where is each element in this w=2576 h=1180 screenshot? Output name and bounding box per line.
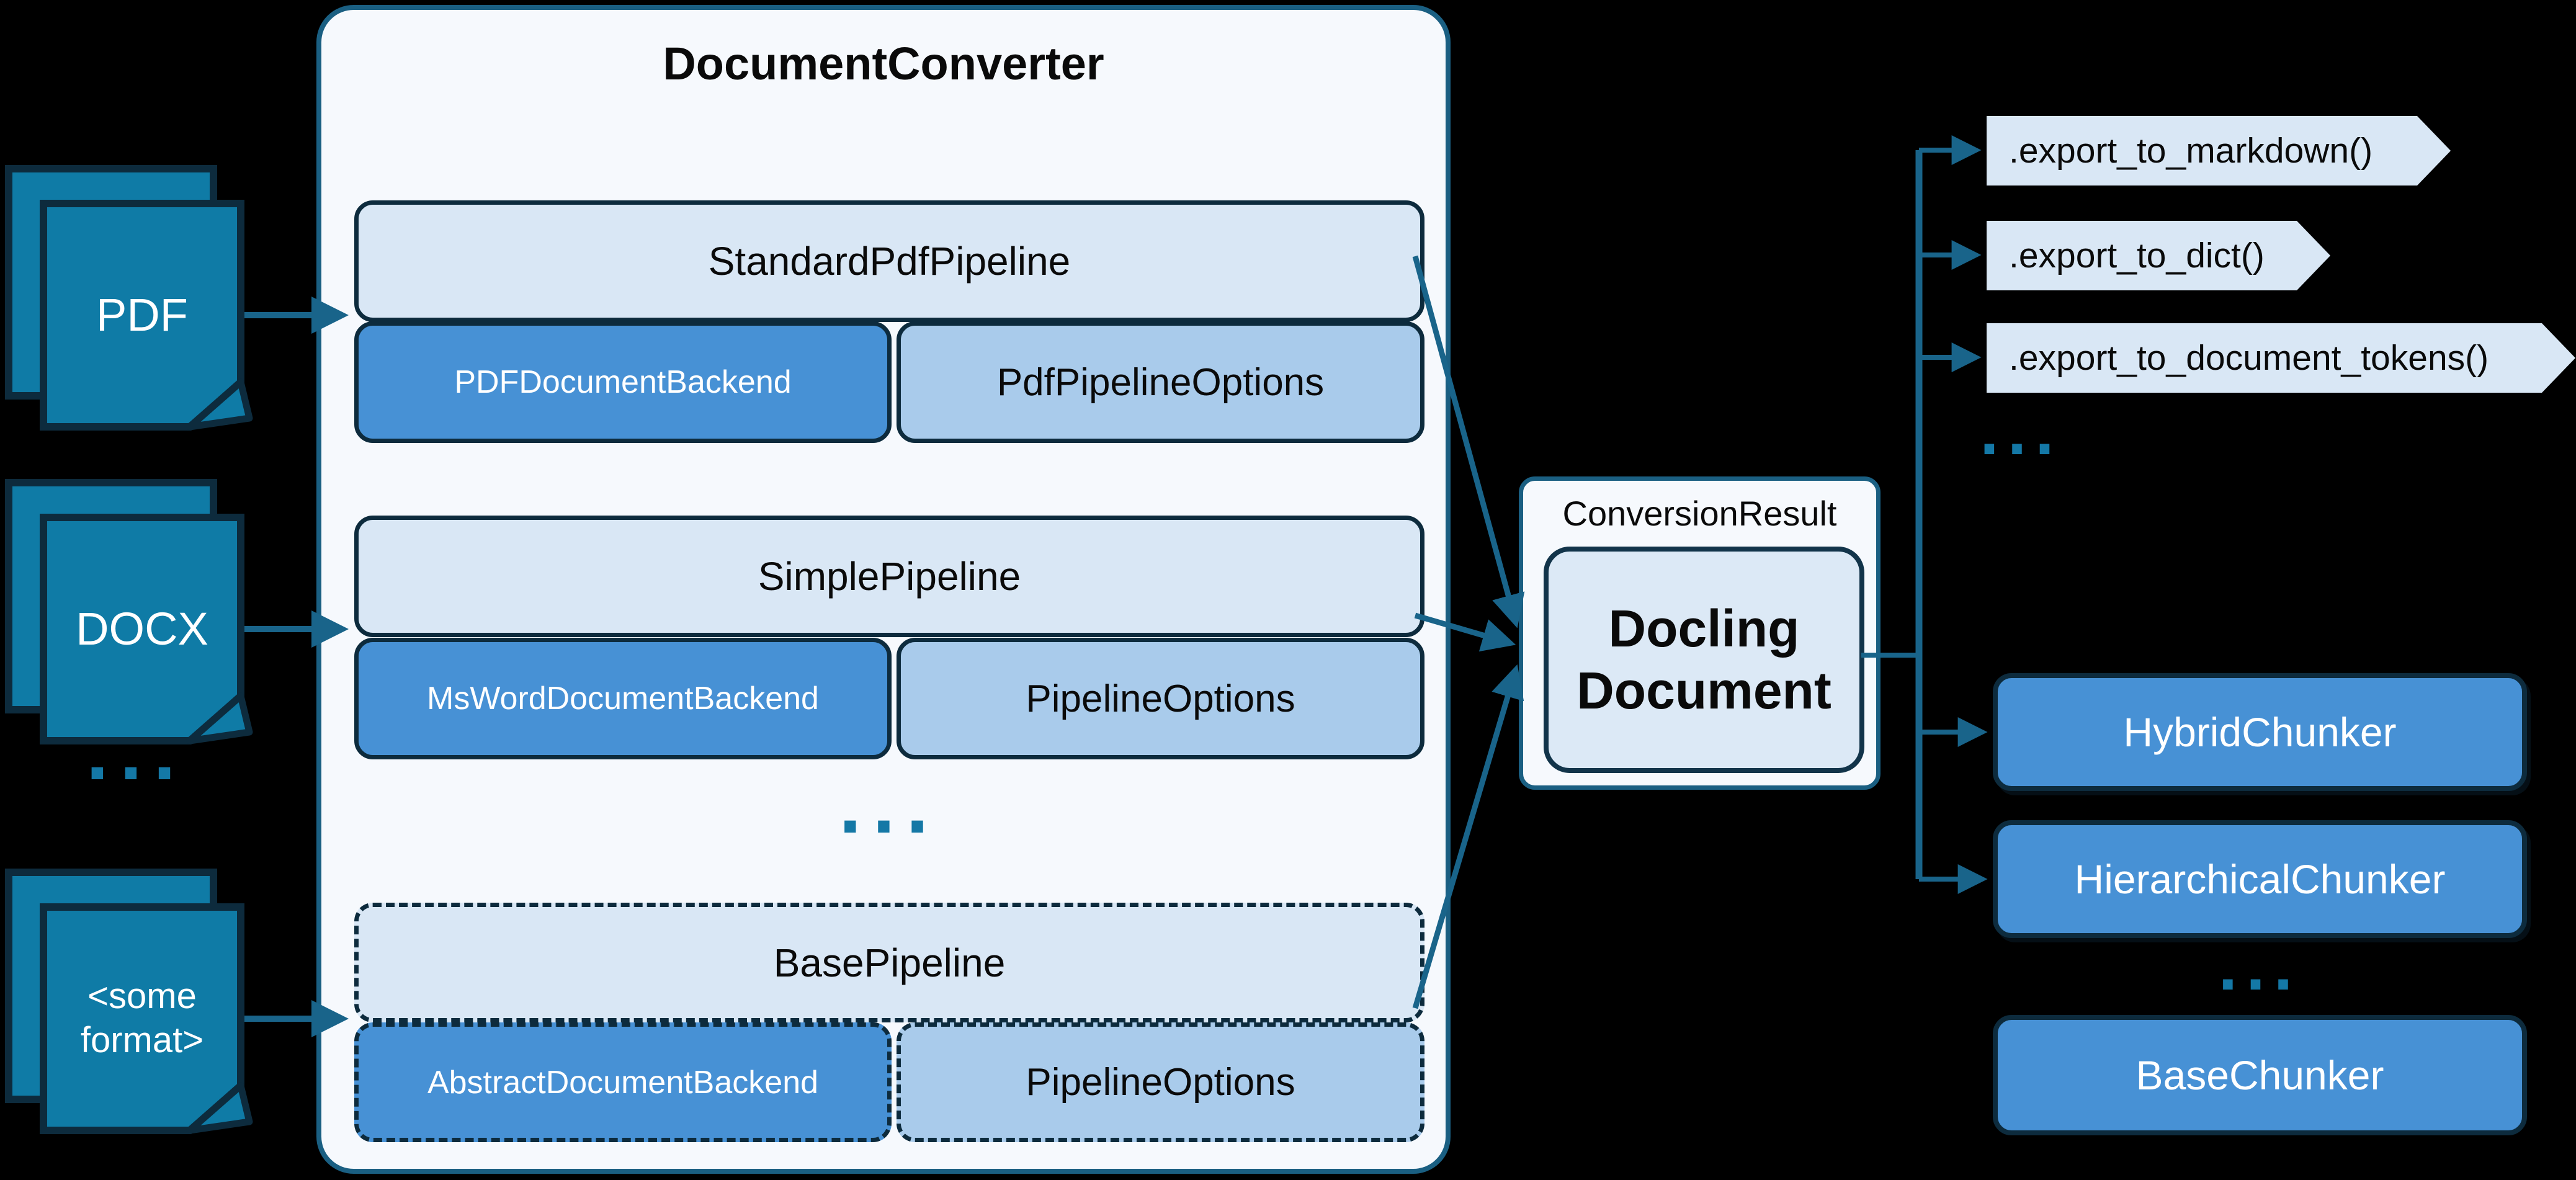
export-to-dict-tag: .export_to_dict() (1987, 221, 2330, 290)
document-pages-icon (5, 165, 253, 431)
base-pipeline-to-result-arrow (1412, 664, 1524, 1009)
base-chunker-box: BaseChunker (1993, 1015, 2527, 1135)
chunkers-ellipsis: ... (2218, 928, 2302, 1004)
export-to-document-tokens-tag: .export_to_document_tokens() (1987, 323, 2575, 393)
base-pipeline-options-box: PipelineOptions (897, 1022, 1424, 1142)
standard-pdf-pipeline-box: StandardPdfPipeline (354, 200, 1424, 322)
abstract-document-backend-box: AbstractDocumentBackend (354, 1022, 892, 1142)
pipeline-options-box: PipelineOptions (897, 638, 1424, 759)
conversion-result-label: ConversionResult (1562, 494, 1837, 533)
docling-document-box: Docling Document (1544, 547, 1864, 773)
document-converter-container: DocumentConverter StandardPdfPipeline PD… (316, 5, 1451, 1174)
simple-pipeline-box: SimplePipeline (354, 516, 1424, 637)
document-pages-icon (5, 479, 253, 744)
inputs-ellipsis: ... (86, 706, 187, 797)
base-pipeline-box: BasePipeline (354, 903, 1424, 1022)
pdf-document-backend-box: PDFDocumentBackend (354, 321, 892, 443)
pipelines-ellipsis: ... (839, 759, 940, 850)
hierarchical-chunker-box: HierarchicalChunker (1993, 820, 2527, 938)
standard-pipeline-to-result-arrow (1412, 255, 1525, 628)
docx-input-stack: DOCX (5, 479, 259, 752)
some-format-label: <some format> (80, 976, 204, 1060)
pdf-input-stack: PDF (5, 165, 259, 438)
exports-ellipsis: ... (1980, 393, 2063, 469)
pdf-label: PDF (96, 288, 188, 341)
export-to-markdown-tag: .export_to_markdown() (1987, 116, 2451, 185)
pdf-pipeline-options-box: PdfPipelineOptions (897, 321, 1424, 443)
docx-label: DOCX (76, 602, 208, 655)
document-pages-icon (5, 869, 253, 1134)
conversion-result-box: ConversionResult Docling Document (1519, 476, 1881, 790)
hybrid-chunker-box: HybridChunker (1993, 673, 2527, 791)
msword-document-backend-box: MsWordDocumentBackend (354, 638, 892, 759)
document-converter-title: DocumentConverter (663, 38, 1104, 89)
some-format-input-stack: <some format> (5, 869, 259, 1142)
simple-pipeline-to-result-arrow (1414, 612, 1516, 652)
